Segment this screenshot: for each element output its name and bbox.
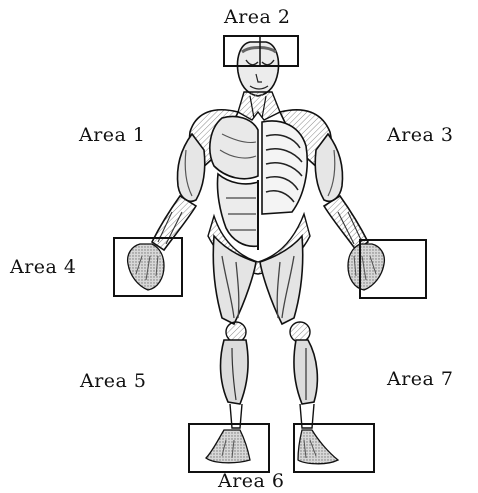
right-hand xyxy=(348,244,384,290)
area-4-label: Area 4 xyxy=(10,256,77,278)
area-1-label: Area 1 xyxy=(79,124,146,146)
area-3-label: Area 3 xyxy=(387,124,454,146)
right-leg xyxy=(260,236,317,428)
left-hand xyxy=(128,244,164,290)
left-arm xyxy=(152,134,205,250)
area-2-label: Area 2 xyxy=(224,6,291,28)
area-7-label: Area 7 xyxy=(387,368,454,390)
area-5-label: Area 5 xyxy=(80,370,147,392)
left-leg xyxy=(213,236,256,428)
torso xyxy=(189,110,331,274)
right-arm xyxy=(315,134,368,250)
neck xyxy=(238,92,280,120)
right-foot xyxy=(298,430,338,464)
head xyxy=(238,42,279,96)
area-6-label: Area 6 xyxy=(218,470,285,492)
left-foot xyxy=(206,430,250,463)
